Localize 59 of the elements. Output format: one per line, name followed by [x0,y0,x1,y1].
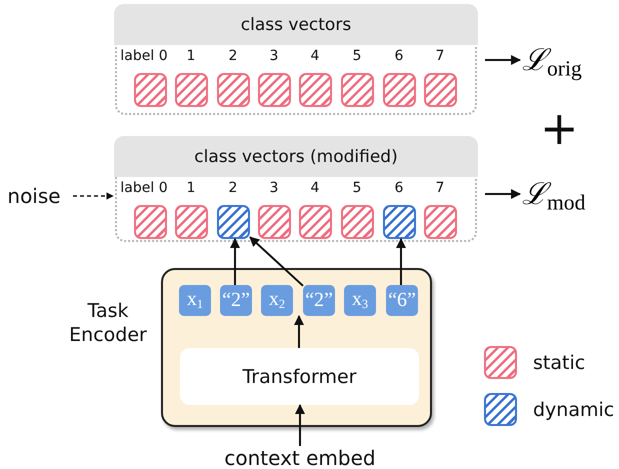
arrow [295,404,305,446]
plus-sign: + [540,105,579,151]
class-index-label: 7 [436,180,444,196]
group-header: class vectors (modified) [114,136,478,177]
token: x$_{1}$ [179,285,211,316]
class-vector-square [258,204,290,238]
class-vector-square [340,72,374,106]
input-label: context embed [205,446,395,469]
class-index-label: 7 [436,48,444,64]
token: “2” [220,285,252,316]
class-vector-square [174,204,208,238]
class-vector-square [424,204,456,238]
loss-term: ℒ$_{mod}$ [522,174,592,214]
arrow [294,315,304,348]
class-vector-square [134,72,166,106]
loss-term: ℒ$_{orig}$ [522,40,592,80]
class-vector-square [216,72,250,106]
arrow [485,55,521,65]
class-index-label: 4 [310,180,320,196]
arrow [485,189,521,199]
class-index-label: 4 [310,48,320,64]
class-vector-square [174,72,208,106]
class-index-label: 5 [352,180,362,196]
group-header: class vectors [114,4,478,45]
token: x$_{2}$ [261,285,293,316]
class-index-label: 2 [228,48,238,64]
class-index-label: 1 [186,48,196,64]
class-index-label: 3 [270,180,278,196]
class-index-label: 3 [270,48,278,64]
class-index-label: 2 [228,180,238,196]
arrow [230,238,240,285]
legend-label: static [533,352,586,374]
token: “6” [386,285,418,316]
class-vector-square [382,72,416,106]
class-vector-square [298,204,332,238]
class-index-label: 6 [394,180,404,196]
legend-label: dynamic [533,398,614,420]
arrow [249,236,304,287]
class-index-label: label 0 [120,48,168,64]
arrow [73,192,114,200]
class-index-label: 1 [186,180,196,196]
arrow [396,238,406,285]
class-index-label: 6 [394,48,404,64]
class-vector-square [424,72,456,106]
class-index-label: 5 [352,48,362,64]
class-index-label: label 0 [120,180,168,196]
vector-group [115,5,477,115]
class-vector-square [340,204,374,238]
class-vector-square [216,204,250,238]
class-vector-square [382,204,416,238]
class-vector-square [258,72,290,106]
encoder-label: Task Encoder [68,300,148,348]
vector-group [115,137,477,242]
class-vector-square [298,72,332,106]
token: x$_{3}$ [344,285,376,316]
token: “2” [303,285,335,316]
class-vector-square [134,204,166,238]
transformer-block: Transformer [180,348,419,405]
input-label: noise [3,182,65,210]
